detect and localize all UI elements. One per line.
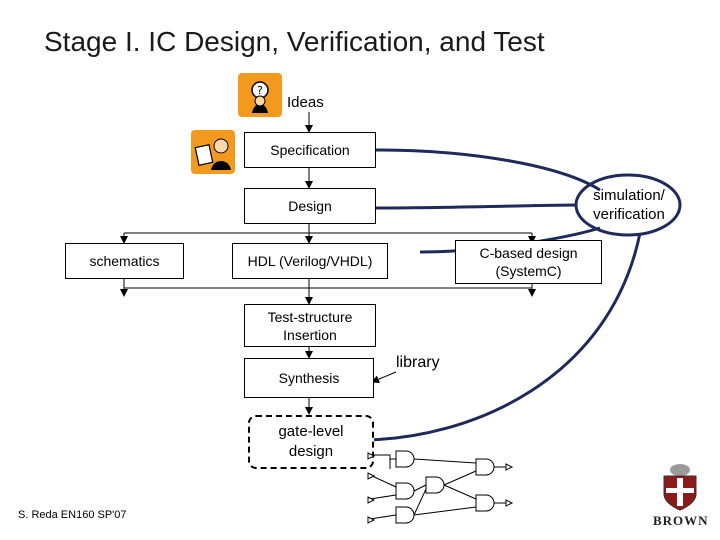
- c-based-line-2: (SystemC): [495, 263, 562, 279]
- verification-loops: [359, 148, 682, 442]
- svg-text:?: ?: [257, 84, 263, 97]
- simulation-line-1: simulation/: [593, 187, 665, 204]
- slide-footer: S. Reda EN160 SP'07: [18, 509, 127, 521]
- idea-person-icon: ?: [238, 73, 282, 122]
- simulation-verification-label: simulation/ verification: [583, 186, 675, 224]
- design-box: Design: [244, 188, 376, 224]
- test-structure-line-2: Insertion: [283, 326, 337, 343]
- writing-person-icon: [191, 130, 235, 179]
- gate-level-line-1: gate-level: [278, 423, 344, 440]
- slide-title: Stage I. IC Design, Verification, and Te…: [44, 26, 545, 57]
- brown-logo-text: BROWN: [653, 513, 709, 528]
- hdl-box: HDL (Verilog/VHDL): [232, 243, 388, 279]
- library-label: library: [396, 354, 440, 371]
- synthesis-box: Synthesis: [244, 358, 374, 398]
- ideas-label: Ideas: [287, 94, 324, 111]
- schematics-box: schematics: [65, 243, 184, 279]
- c-based-line-1: C-based design: [479, 245, 578, 261]
- gate-level-line-2: design: [288, 443, 334, 460]
- c-based-design-box: C-based design (SystemC): [455, 240, 602, 284]
- test-structure-box: Test-structure Insertion: [244, 304, 376, 347]
- gate-level-design-box: gate-level design: [248, 415, 374, 469]
- simulation-line-2: verification: [593, 206, 665, 223]
- specification-box: Specification: [244, 132, 376, 168]
- test-structure-line-1: Test-structure: [267, 308, 353, 325]
- brown-shield-icon: [658, 462, 702, 517]
- gate-circuit-icon: [366, 445, 514, 535]
